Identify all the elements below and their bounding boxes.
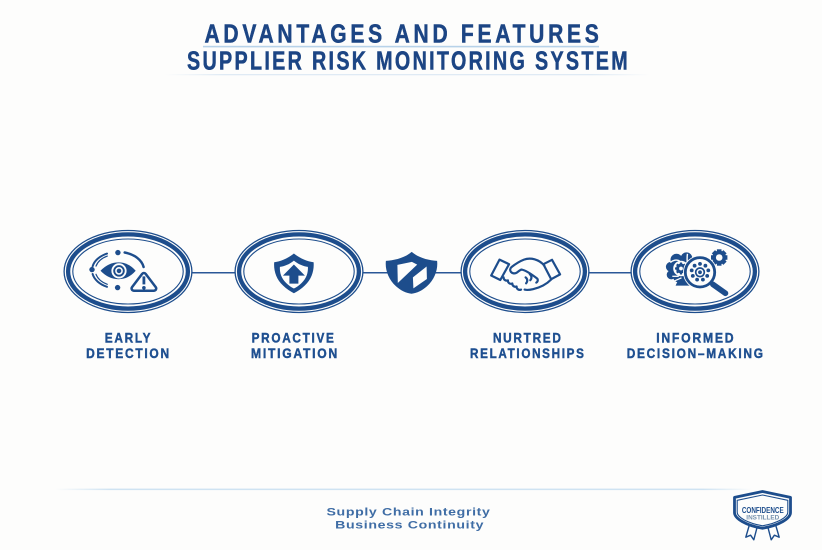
svg-text:EARLY: EARLY bbox=[105, 330, 153, 346]
svg-text:SUPPLIER RISK MONITORING SYSTE: SUPPLIER RISK MONITORING SYSTEM bbox=[187, 47, 630, 75]
svg-text:INSTILLED: INSTILLED bbox=[746, 515, 779, 522]
svg-text:RELATIONSHIPS: RELATIONSHIPS bbox=[470, 345, 586, 361]
svg-text:INFORMED: INFORMED bbox=[656, 330, 735, 346]
svg-text:MITIGATION: MITIGATION bbox=[251, 345, 339, 361]
svg-text:Business Continuity: Business Continuity bbox=[335, 520, 484, 532]
svg-text:Supply Chain Integrity: Supply Chain Integrity bbox=[327, 507, 491, 519]
svg-text:ADVANTAGES AND FEATURES: ADVANTAGES AND FEATURES bbox=[205, 21, 603, 49]
svg-text:PROACTIVE: PROACTIVE bbox=[252, 330, 336, 346]
svg-text:DECISION–MAKING: DECISION–MAKING bbox=[627, 345, 765, 361]
svg-text:DETECTION: DETECTION bbox=[86, 345, 171, 361]
svg-text:NURTRED: NURTRED bbox=[493, 330, 563, 346]
svg-text:CONFIDENCE: CONFIDENCE bbox=[742, 506, 784, 515]
